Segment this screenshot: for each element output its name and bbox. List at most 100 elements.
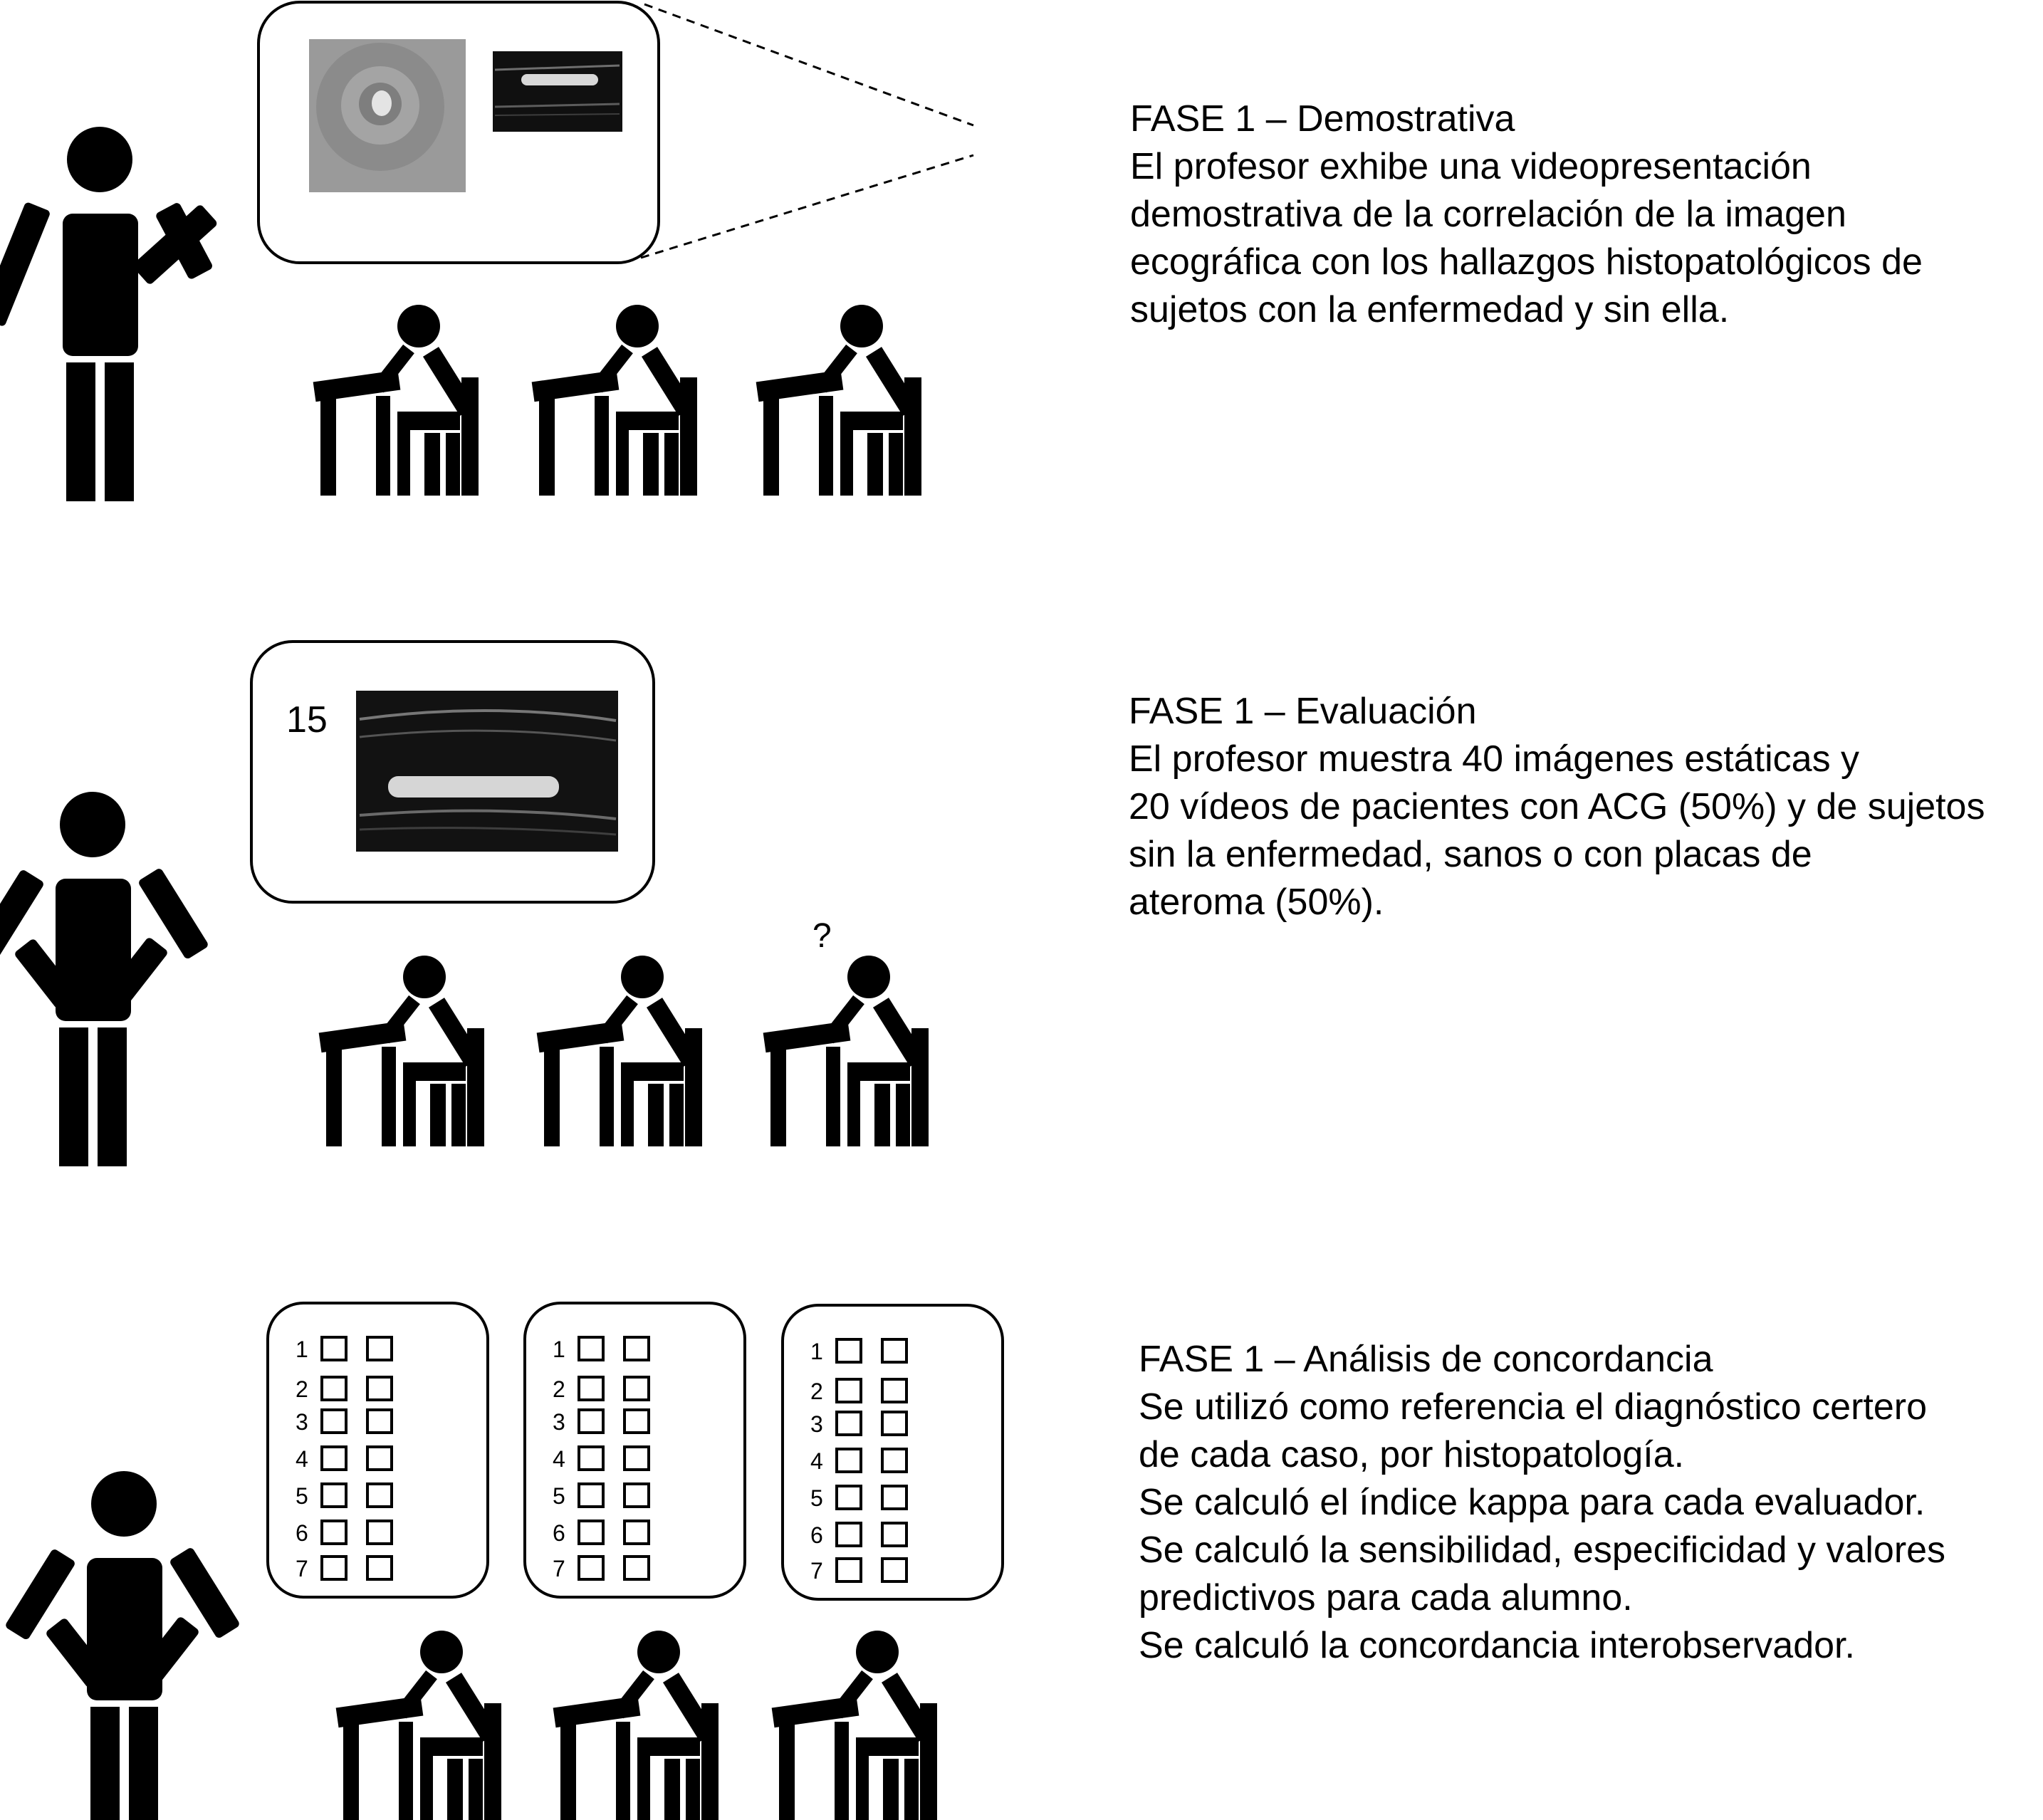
- phase-line: Se calculó la sensibilidad, especificida…: [1139, 1529, 1946, 1571]
- phase-line: El profesor exhibe una videopresentación: [1130, 146, 1812, 187]
- row-number: 5: [810, 1485, 823, 1511]
- phase-3-description: FASE 1 – Análisis de concordancia Se uti…: [1139, 1336, 1945, 1670]
- question-mark: ?: [813, 917, 832, 955]
- checkbox-icon: [320, 1555, 348, 1581]
- phase-line: El profesor muestra 40 imágenes estática…: [1129, 738, 1860, 780]
- phase-title: FASE 1 – Evaluación: [1129, 691, 1477, 732]
- checkbox-icon: [320, 1445, 348, 1471]
- phase-1-description: FASE 1 – Demostrativa El profesor exhibe…: [1130, 95, 1923, 334]
- phase-line: Se calculó la concordancia interobservad…: [1139, 1625, 1855, 1666]
- row-number: 6: [553, 1520, 565, 1546]
- checkbox-icon: [366, 1408, 393, 1434]
- student-desk-icon: [536, 956, 702, 1146]
- checkbox-icon: [835, 1411, 862, 1436]
- checkbox-icon: [623, 1555, 650, 1581]
- ultrasound-image: [309, 39, 466, 192]
- checkbox-icon: [623, 1336, 650, 1361]
- checkbox-icon: [623, 1482, 650, 1508]
- row-number: 2: [553, 1376, 565, 1402]
- checkbox-icon: [835, 1338, 862, 1364]
- checkbox-icon: [366, 1482, 393, 1508]
- row-number: 4: [810, 1448, 823, 1474]
- ultrasound-image: [493, 51, 622, 132]
- row-number: 5: [296, 1483, 308, 1509]
- panel-evaluacion: 15 ?: [0, 640, 929, 1166]
- student-desk-icon: [313, 305, 479, 496]
- phase-line: Se utilizó como referencia el diagnóstic…: [1139, 1386, 1928, 1428]
- projection-line: [640, 154, 974, 259]
- student-desk-icon: [771, 1631, 937, 1820]
- phase-line: Se calculó el índice kappa para cada eva…: [1139, 1482, 1926, 1523]
- row-number: 7: [296, 1556, 308, 1581]
- checkbox-icon: [320, 1408, 348, 1434]
- row-number: 1: [296, 1337, 308, 1362]
- phase-line: de cada caso, por histopatología.: [1139, 1434, 1685, 1475]
- checkbox-icon: [881, 1411, 908, 1436]
- checkbox-icon: [835, 1378, 862, 1403]
- row-number: 1: [553, 1337, 565, 1362]
- row-number: 6: [296, 1520, 308, 1546]
- checkbox-icon: [881, 1522, 908, 1547]
- checkbox-icon: [366, 1520, 393, 1545]
- row-number: 5: [553, 1483, 565, 1509]
- checkbox-icon: [366, 1445, 393, 1471]
- checkbox-icon: [623, 1445, 650, 1471]
- checkbox-icon: [881, 1557, 908, 1583]
- student-desk-icon: [756, 305, 921, 496]
- phase-line: ateroma (50%).: [1129, 882, 1384, 923]
- checkbox-icon: [320, 1482, 348, 1508]
- checkbox-icon: [578, 1445, 605, 1471]
- phase-line: demostrativa de la correlación de la ima…: [1130, 194, 1846, 235]
- phase-line: predictivos para cada alumno.: [1139, 1577, 1633, 1618]
- checkbox-icon: [366, 1555, 393, 1581]
- row-number: 1: [810, 1339, 823, 1364]
- row-number: 4: [296, 1446, 308, 1472]
- ultrasound-image: [356, 691, 618, 852]
- phase-2-description: FASE 1 – Evaluación El profesor muestra …: [1129, 688, 1985, 926]
- phase-line: sin la enfermedad, sanos o con placas de: [1129, 834, 1812, 875]
- checkbox-icon: [320, 1336, 348, 1361]
- checkbox-icon: [623, 1408, 650, 1434]
- checkbox-icon: [881, 1378, 908, 1403]
- row-number: 2: [296, 1376, 308, 1402]
- student-desk-icon: [318, 956, 484, 1146]
- checkbox-icon: [578, 1520, 605, 1545]
- row-number: 7: [553, 1556, 565, 1581]
- row-number: 7: [810, 1558, 823, 1584]
- checkbox-icon: [578, 1376, 605, 1401]
- phase-title: FASE 1 – Análisis de concordancia: [1139, 1339, 1713, 1380]
- phase-line: ecográfica con los hallazgos histopatoló…: [1130, 241, 1923, 283]
- row-number: 3: [810, 1411, 823, 1437]
- checkbox-icon: [835, 1557, 862, 1583]
- teacher-icon: [0, 792, 208, 1166]
- phase-line: 20 vídeos de pacientes con ACG (50%) y d…: [1129, 786, 1985, 827]
- checkbox-icon: [578, 1555, 605, 1581]
- phase-title: FASE 1 – Demostrativa: [1130, 98, 1515, 140]
- checkbox-icon: [881, 1485, 908, 1510]
- checkbox-icon: [881, 1338, 908, 1364]
- checkbox-icon: [578, 1482, 605, 1508]
- teacher-icon: [0, 127, 217, 501]
- case-number: 15: [286, 699, 328, 741]
- checkbox-icon: [623, 1520, 650, 1545]
- row-number: 6: [810, 1522, 823, 1548]
- teacher-icon: [6, 1471, 239, 1820]
- checkbox-icon: [320, 1520, 348, 1545]
- checkbox-icon: [881, 1448, 908, 1473]
- panel-demostrativa: [0, 1, 974, 501]
- row-number: 3: [296, 1409, 308, 1435]
- checkbox-icon: [835, 1485, 862, 1510]
- row-number: 3: [553, 1409, 565, 1435]
- checkbox-icon: [623, 1376, 650, 1401]
- student-desk-icon: [335, 1631, 501, 1820]
- checkbox-icon: [320, 1376, 348, 1401]
- student-desk-icon: [763, 956, 929, 1146]
- phase-line: sujetos con la enfermedad y sin ella.: [1130, 289, 1730, 330]
- checkbox-icon: [578, 1408, 605, 1434]
- student-desk-icon: [553, 1631, 719, 1820]
- checkbox-icon: [366, 1336, 393, 1361]
- checkbox-icon: [366, 1376, 393, 1401]
